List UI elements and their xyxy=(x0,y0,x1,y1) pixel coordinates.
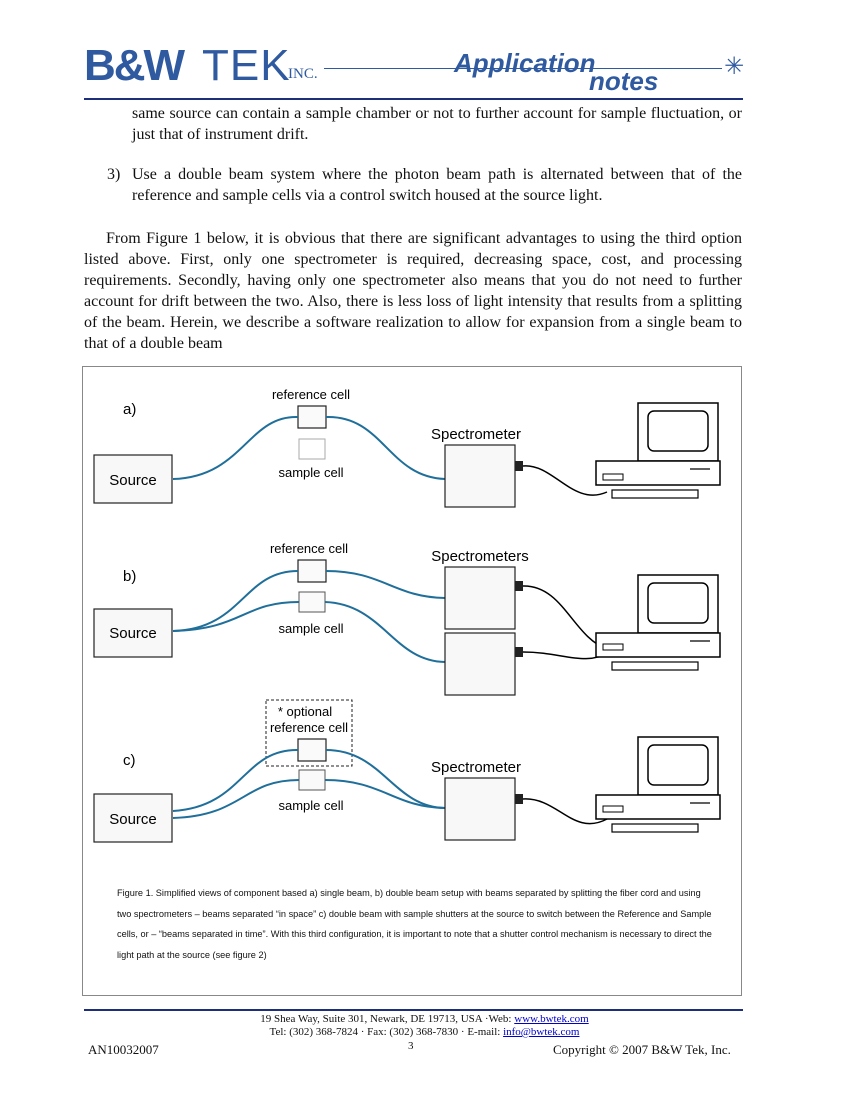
application-label: Application xyxy=(454,48,596,78)
logo-inc: INC. xyxy=(288,66,318,82)
logo-tek: TEK xyxy=(202,41,291,90)
paragraph-continuation: same source can contain a sample chamber… xyxy=(132,105,742,143)
panel-b-computer-icon xyxy=(595,574,721,671)
panel-a-fiber-1 xyxy=(172,415,299,480)
panel-c-sample-cell xyxy=(298,769,326,791)
panel-a-reference-cell xyxy=(297,405,327,429)
list-item-3: Use a double beam system where the photo… xyxy=(132,166,742,204)
footer-email-link[interactable]: info@bwtek.com xyxy=(503,1026,580,1038)
panel-b-spectrometer-2 xyxy=(444,632,516,696)
panel-c-source-box xyxy=(93,793,173,843)
panel-a-computer-icon xyxy=(595,402,721,499)
panel-c-optional-ref-label: reference cell xyxy=(270,720,348,735)
panel-c-fiber-ref-in xyxy=(172,748,299,812)
panel-a-source-label: Source xyxy=(109,472,157,489)
panel-b-source-label: Source xyxy=(109,625,157,642)
figure-diagram: a) Source reference cell sample cell Spe… xyxy=(93,387,721,843)
page-header: B&W TEK INC. Application notes ✳ xyxy=(84,44,744,100)
panel-a-spectrometer-label: Spectrometer xyxy=(431,426,521,443)
panel-c-computer-icon xyxy=(595,736,721,833)
footer-phone-text: Tel: (302) 368-7824 · Fax: (302) 368-783… xyxy=(269,1026,504,1038)
panel-c-spectrometer-box xyxy=(444,777,516,841)
panel-b-fiber-sample-in xyxy=(172,601,300,632)
panel-b-sample-label: sample cell xyxy=(278,621,343,636)
paragraph-advantages: From Figure 1 below, it is obvious that … xyxy=(84,230,742,352)
footer-address-text: 19 Shea Way, Suite 301, Newark, DE 19713… xyxy=(260,1013,515,1025)
panel-a-fiber-2 xyxy=(325,415,446,480)
panel-b-reference-label: reference cell xyxy=(270,541,348,556)
panel-b-fiber-sample-out xyxy=(324,601,446,663)
figure-caption: Figure 1. Simplified views of component … xyxy=(117,888,712,960)
header-rule xyxy=(84,98,743,100)
panel-c-source-label: Source xyxy=(109,811,157,828)
list-number: 3) xyxy=(107,166,121,183)
panel-b-fiber-ref-in xyxy=(172,570,299,632)
panel-c-spectrometer-label: Spectrometer xyxy=(431,759,521,776)
panel-c-letter: c) xyxy=(123,752,136,769)
panel-c-optional-label: * optional xyxy=(278,704,332,719)
panel-b-source-box xyxy=(93,608,173,658)
panel-c-reference-cell xyxy=(297,738,327,762)
figure-1: a) Source reference cell sample cell Spe… xyxy=(82,366,742,996)
panel-c-optional-box xyxy=(265,699,353,767)
header-line xyxy=(324,68,722,69)
panel-c: c) Source * optional reference cell samp… xyxy=(93,699,721,843)
panel-b: b) Source reference cell sample cell Spe… xyxy=(93,541,721,696)
panel-b-letter: b) xyxy=(123,568,136,585)
panel-c-fiber-ref-out xyxy=(325,749,446,809)
footer-address: 19 Shea Way, Suite 301, Newark, DE 19713… xyxy=(0,1013,849,1026)
panel-b-spectrometers-label: Spectrometers xyxy=(431,548,529,565)
panel-b-sample-cell xyxy=(298,591,326,613)
document-number: AN10032007 xyxy=(88,1042,159,1057)
page-number: 3 xyxy=(408,1040,414,1052)
panel-a-usb-cable xyxy=(522,465,608,496)
panel-a-reference-label: reference cell xyxy=(272,387,350,402)
panel-a-sample-cell xyxy=(298,438,326,460)
panel-c-sample-label: sample cell xyxy=(278,798,343,813)
footer-contact: Tel: (302) 368-7824 · Fax: (302) 368-783… xyxy=(0,1026,849,1039)
notes-label: notes xyxy=(589,66,659,96)
panel-b-spectrometer-1 xyxy=(444,566,516,630)
panel-b-fiber-ref-out xyxy=(325,570,446,599)
panel-a-source-box xyxy=(93,454,173,504)
logo-bw: B&W xyxy=(84,41,185,90)
footer-web-link[interactable]: www.bwtek.com xyxy=(514,1013,589,1025)
footer-rule xyxy=(84,1009,743,1011)
panel-a-spectrometer-box xyxy=(444,444,516,508)
copyright: Copyright © 2007 B&W Tek, Inc. xyxy=(553,1042,731,1057)
panel-a: a) Source reference cell sample cell Spe… xyxy=(93,387,721,508)
panel-c-fiber-sample-in xyxy=(172,779,300,819)
panel-b-reference-cell xyxy=(297,559,327,583)
star-icon: ✳ xyxy=(724,52,745,80)
panel-a-letter: a) xyxy=(123,401,136,418)
panel-c-fiber-sample-out xyxy=(324,779,446,809)
panel-a-sample-label: sample cell xyxy=(278,465,343,480)
